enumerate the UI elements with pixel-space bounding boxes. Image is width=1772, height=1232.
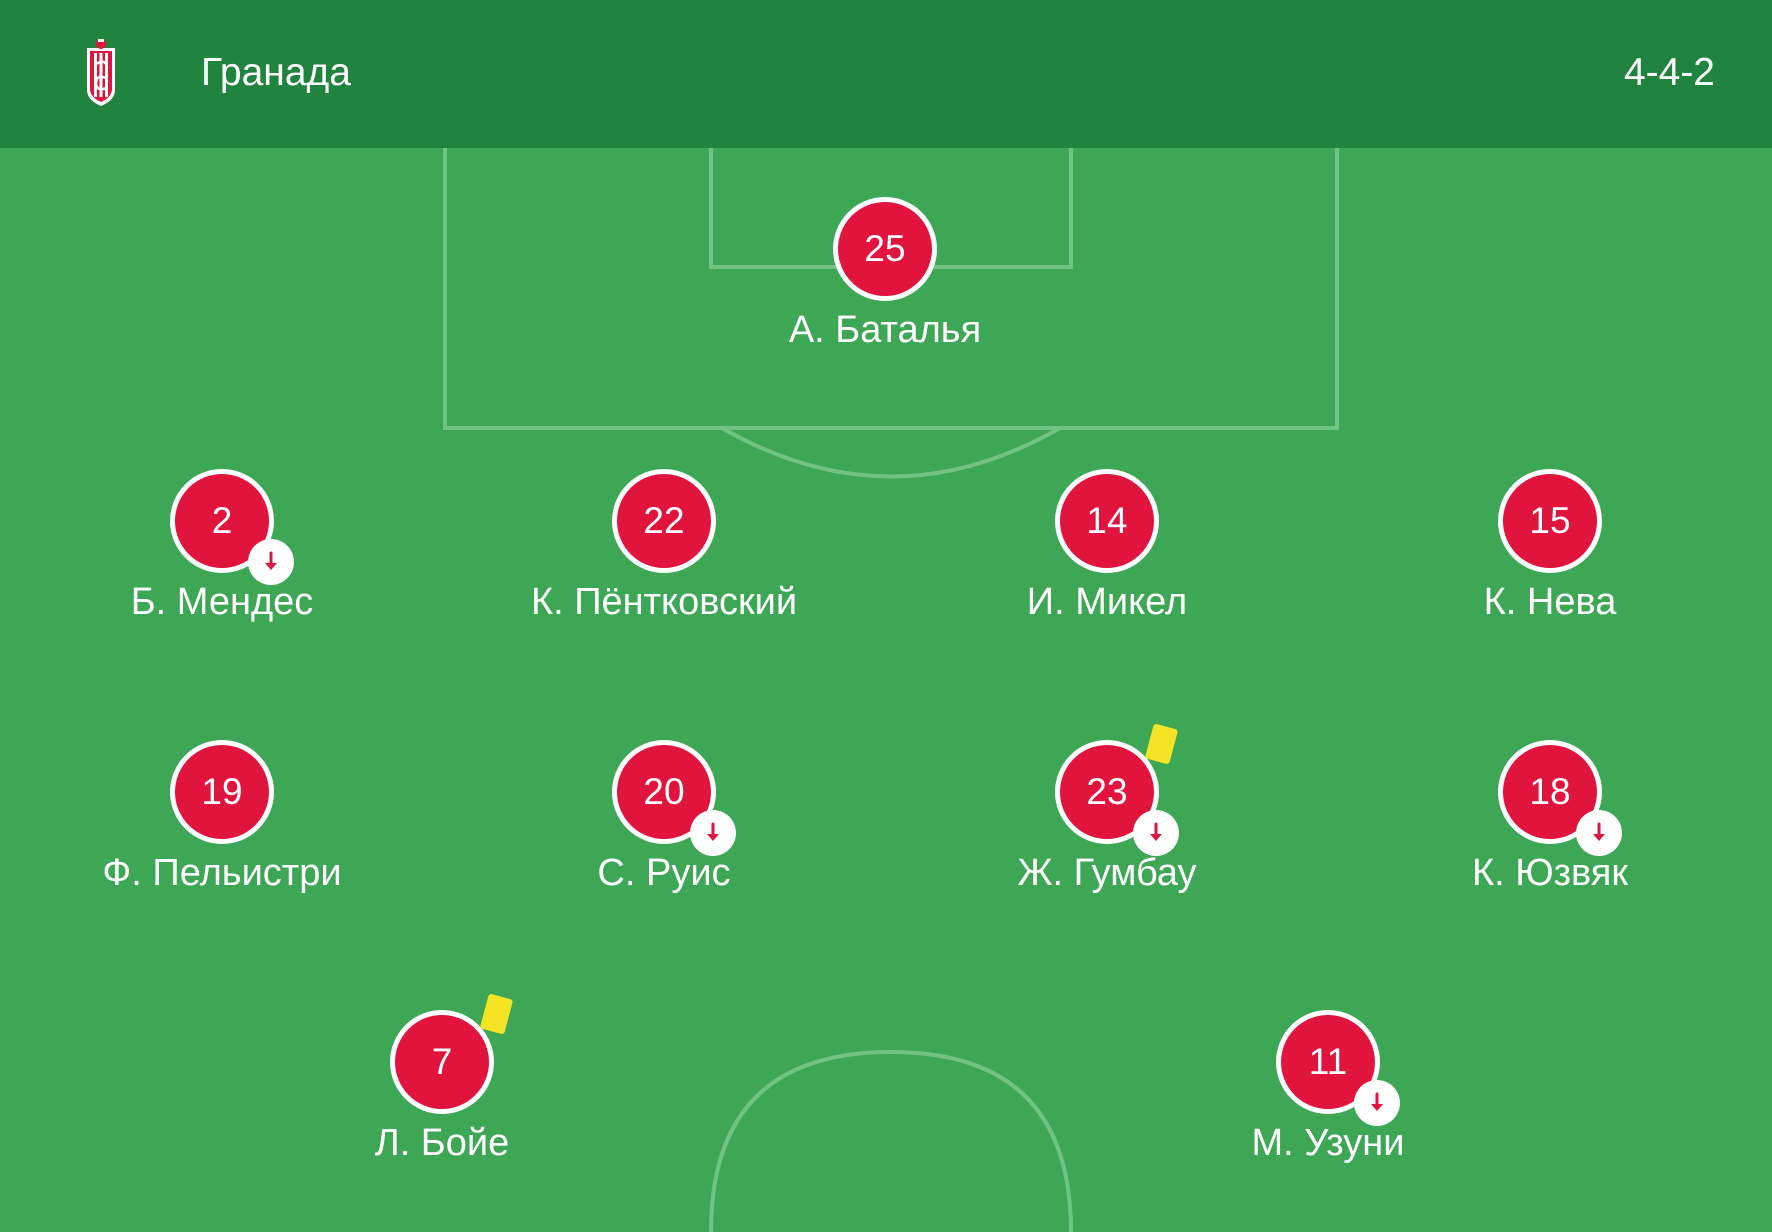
player-name: Ф. Пельистри bbox=[102, 852, 342, 894]
player-number: 15 bbox=[1498, 469, 1602, 573]
player-name: И. Микел bbox=[1026, 581, 1188, 623]
player-number: 18 bbox=[1498, 740, 1602, 844]
player-name: Б. Мендес bbox=[130, 581, 314, 623]
player-name: А. Баталья bbox=[788, 309, 982, 351]
player-number: 7 bbox=[390, 1010, 494, 1114]
substitution-out-icon bbox=[248, 539, 294, 585]
player-name: Л. Бойе bbox=[374, 1122, 510, 1164]
substitution-out-icon bbox=[1133, 810, 1179, 856]
player-number: 23 bbox=[1055, 740, 1159, 844]
formation-label: 4-4-2 bbox=[1623, 51, 1715, 94]
player-name: К. Нева bbox=[1483, 581, 1617, 623]
team-header: Гранада 4-4-2 bbox=[0, 0, 1772, 148]
substitution-out-icon bbox=[1354, 1080, 1400, 1126]
granada-crest-icon bbox=[87, 39, 115, 106]
player-number: 25 bbox=[833, 197, 937, 301]
player-name: К. Юзвяк bbox=[1471, 852, 1629, 894]
player-name: М. Узуни bbox=[1251, 1122, 1405, 1164]
player-name: Ж. Гумбау bbox=[1017, 852, 1197, 894]
team-name: Гранада bbox=[201, 51, 351, 94]
player-number: 22 bbox=[612, 469, 716, 573]
player-number: 19 bbox=[170, 740, 274, 844]
player-name: К. Пёнтковский bbox=[530, 581, 798, 623]
player-number: 14 bbox=[1055, 469, 1159, 573]
player-number: 11 bbox=[1276, 1010, 1380, 1114]
substitution-out-icon bbox=[1576, 810, 1622, 856]
substitution-out-icon bbox=[690, 810, 736, 856]
player-name: С. Руис bbox=[597, 852, 731, 894]
